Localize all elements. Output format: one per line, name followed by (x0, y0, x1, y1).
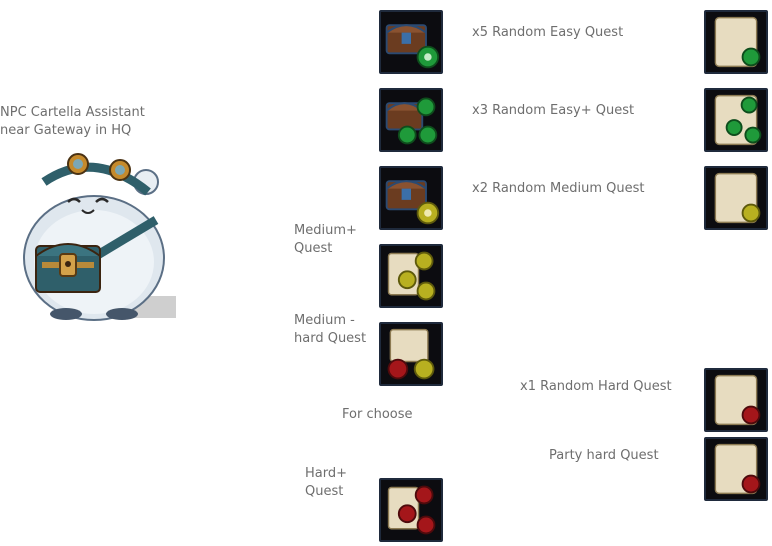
reward-label-party-hard: Party hard Quest (549, 448, 659, 463)
for-choose-label: For choose (342, 407, 413, 422)
reward-label-medium: x2 Random Medium Quest (472, 181, 645, 196)
medium-plus-label: Medium+ (294, 223, 357, 238)
scroll-green-seal-icon[interactable] (704, 10, 768, 74)
scroll-red-seal-party-icon[interactable] (704, 437, 768, 501)
reward-label-easy: x5 Random Easy Quest (472, 25, 624, 40)
hard-plus-label-2: Quest (305, 484, 344, 499)
chest-with-three-green-seals-icon[interactable] (379, 88, 443, 152)
medium-plus-label-2: Quest (294, 241, 333, 256)
scroll-with-red-and-yellow-seals-icon[interactable] (379, 322, 443, 386)
scroll-yellow-seal-icon[interactable] (704, 166, 768, 230)
npc-location: near Gateway in HQ (0, 123, 132, 138)
scroll-three-green-seals-icon[interactable] (704, 88, 768, 152)
reward-label-hard: x1 Random Hard Quest (520, 379, 672, 394)
medium-hard-label: Medium - (294, 313, 355, 328)
npc-name: NPC Cartella Assistant (0, 105, 145, 120)
npc-mascot-image (16, 150, 176, 322)
scroll-red-seal-icon[interactable] (704, 368, 768, 432)
hard-plus-label: Hard+ (305, 466, 348, 481)
medium-hard-label-2: hard Quest (294, 331, 367, 346)
scroll-with-three-yellow-seals-icon[interactable] (379, 244, 443, 308)
scroll-with-three-red-seals-icon[interactable] (379, 478, 443, 542)
chest-with-green-seal-icon[interactable] (379, 10, 443, 74)
chest-with-yellow-seal-icon[interactable] (379, 166, 443, 230)
reward-label-easy-plus: x3 Random Easy+ Quest (472, 103, 635, 118)
